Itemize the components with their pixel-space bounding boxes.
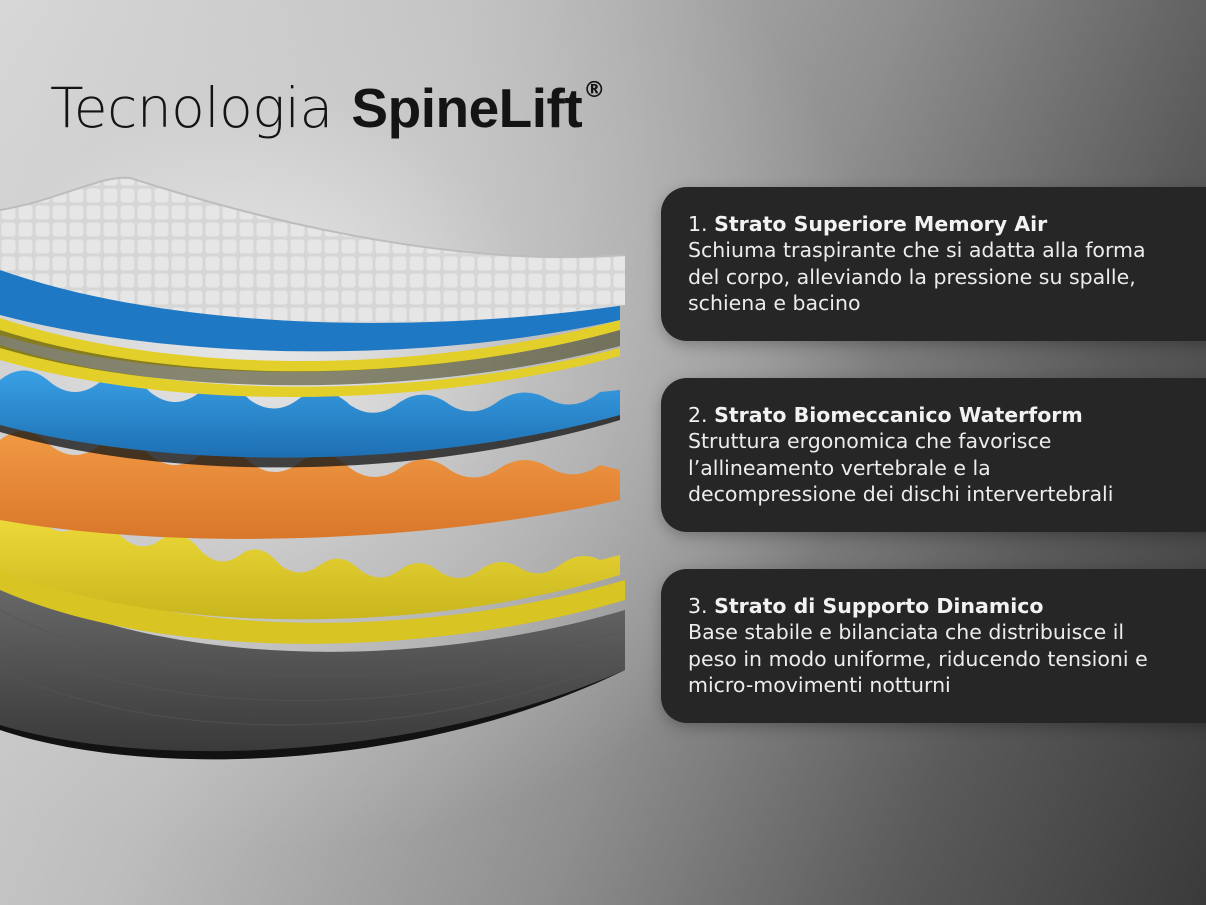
layer-card-heading: 1. Strato Superiore Memory Air [688, 211, 1201, 237]
orange-wave-layer [0, 431, 620, 539]
page-title: Tecnologia SpineLift® [50, 58, 605, 141]
layer-description: Struttura ergonomica che favorisce l’all… [688, 428, 1201, 508]
description-line: decompressione dei dischi intervertebral… [688, 482, 1114, 506]
description-line: peso in modo uniforme, riducendo tension… [688, 646, 1148, 671]
layer-number: 1. [688, 212, 708, 236]
registered-mark: ® [583, 78, 605, 103]
layer-card-1: 1. Strato Superiore Memory Air Schiuma t… [661, 187, 1206, 341]
description-line: del corpo, alleviando la pressione su sp… [688, 264, 1136, 289]
layer-description: Base stabile e bilanciata che distribuis… [688, 619, 1201, 699]
layer-card-heading: 2. Strato Biomeccanico Waterform [688, 402, 1201, 428]
mattress-layers-illustration [0, 176, 626, 760]
description-line: Schiuma traspirante che si adatta alla f… [688, 238, 1146, 262]
layer-description: Schiuma traspirante che si adatta alla f… [688, 237, 1201, 317]
layer-number: 2. [688, 403, 708, 427]
description-line: Struttura ergonomica che favorisce [688, 429, 1052, 453]
yellow-wave-layer [0, 508, 620, 620]
layer-card-heading: 3. Strato di Supporto Dinamico [688, 593, 1201, 619]
layer-card-3: 3. Strato di Supporto Dinamico Base stab… [661, 569, 1206, 723]
quilted-top-layer [0, 177, 625, 323]
description-line: Base stabile e bilanciata che distribuis… [688, 620, 1125, 644]
blue-wave-layer [0, 370, 620, 458]
layer-number: 3. [688, 594, 708, 618]
description-line: l’allineamento vertebrale e la [688, 455, 991, 480]
yellow-sheet-layer [0, 318, 620, 372]
title-prefix: Tecnologia [50, 76, 333, 140]
layer-title: Strato Superiore Memory Air [714, 212, 1048, 236]
layer-title: Strato di Supporto Dinamico [714, 594, 1044, 618]
base-support-layer [0, 580, 625, 752]
layer-card-2: 2. Strato Biomeccanico Waterform Struttu… [661, 378, 1206, 532]
description-line: micro-movimenti notturni [688, 673, 951, 697]
title-brand: SpineLift [351, 77, 583, 139]
blue-memory-layer [0, 270, 620, 352]
layer-title: Strato Biomeccanico Waterform [714, 403, 1083, 427]
description-line: schiena e bacino [688, 291, 861, 315]
